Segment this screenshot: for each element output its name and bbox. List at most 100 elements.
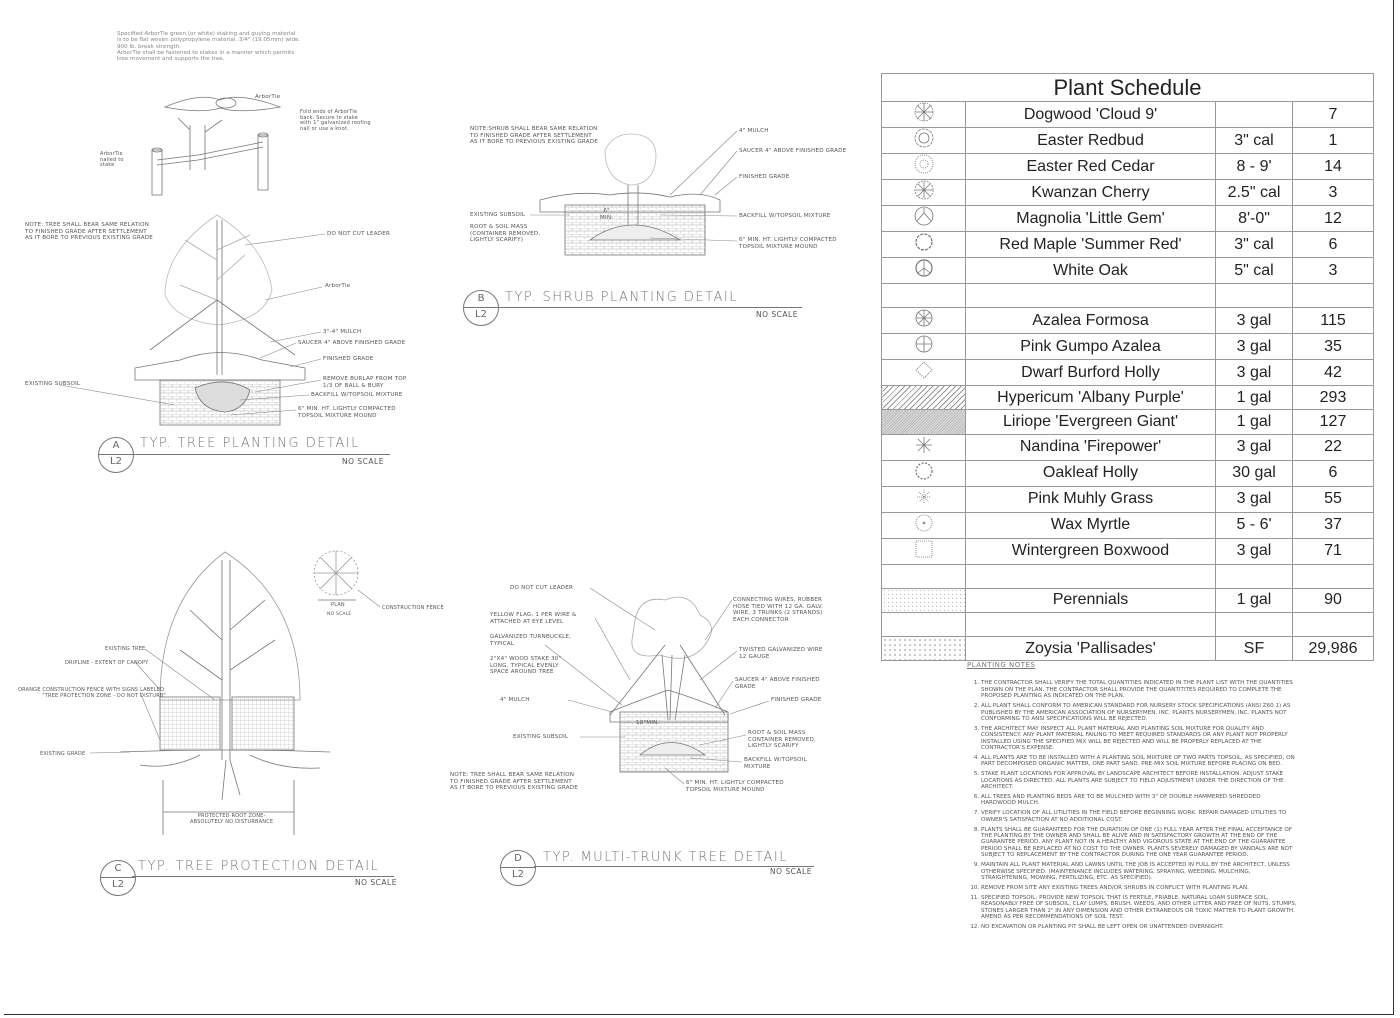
tree-planting-drawing: [134, 214, 306, 426]
arbortie-drawing: [151, 96, 282, 196]
myrtle-symbol-icon: [881, 511, 966, 539]
tree-planting-note: NOTE: TREE SHALL BEAR SAME RELATION TO F…: [25, 222, 154, 242]
label-existing-subsoil: EXISTING SUBSOIL: [25, 381, 81, 387]
label-wood-stake: 2"X4" WOOD STAKE 30" LONG, TYPICAL EVENL…: [490, 656, 562, 676]
plant-size: 5 - 6': [1215, 511, 1293, 539]
plant-size: 2.5" cal: [1215, 179, 1293, 206]
label-orange-fence: ORANGE CONSTRUCTION FENCE WITH SIGNS LAB…: [18, 687, 167, 699]
plant-name: [965, 282, 1216, 309]
plant-quantity: 55: [1292, 485, 1374, 513]
empty-cell: [881, 282, 966, 309]
label-dripline: DRIPLINE - EXTENT OF CANOPY: [65, 660, 149, 666]
label-finished-grade: FINISHED GRADE: [323, 356, 374, 362]
plant-name: Dwarf Burford Holly: [965, 359, 1216, 387]
maple-symbol-icon: [881, 231, 966, 258]
label-min-depth: 18"MIN.: [636, 720, 660, 726]
plant-name: Zoysia 'Pallisades': [965, 636, 1216, 662]
detail-b-title: TYP. SHRUB PLANTING DETAIL: [505, 290, 739, 305]
azalea-symbol-icon: [881, 307, 966, 335]
cedar-symbol-icon: [881, 153, 966, 180]
plant-name: Nandina 'Firepower': [965, 433, 1216, 461]
plant-size: 8 - 9': [1215, 153, 1293, 180]
plant-name: Wax Myrtle: [965, 511, 1216, 539]
label-root-mass: ROOT & SOIL MASS (CONTAINER REMOVED, LIG…: [470, 224, 541, 244]
cherry-symbol-icon: [881, 179, 966, 206]
arbortie-nailed-label: ArborTie nailed to stake: [100, 151, 124, 168]
label-plan: PLAN: [331, 602, 345, 608]
label-mulch: 4" MULCH: [500, 697, 530, 703]
planting-note: PLANTS SHALL BE GUARANTEED FOR THE DURAT…: [981, 827, 1297, 859]
label-mound: 6" MIN. HT. LIGHTLY COMPACTED TOPSOIL MI…: [739, 237, 837, 250]
label-finished-grade: FINISHED GRADE: [771, 697, 822, 703]
planting-notes-list: THE CONTRACTOR SHALL VERIFY THE TOTAL QU…: [967, 680, 1297, 930]
label-existing-grade: EXISTING GRADE: [40, 751, 86, 757]
label-arbortie: ArborTie: [325, 283, 351, 289]
label-mound: 6" MIN. HT. LIGHTLY COMPACTED TOPSOIL MI…: [686, 780, 784, 793]
title-underline: [534, 866, 814, 867]
plant-name: Red Maple 'Summer Red': [965, 231, 1216, 258]
muhly-symbol-icon: [881, 485, 966, 513]
label-turnbuckle: GALVANIZED TURNBUCKLE, TYPICAL: [490, 634, 572, 647]
label-existing-subsoil: EXISTING SUBSOIL: [470, 212, 526, 218]
empty-cell: [881, 611, 966, 638]
magnolia-symbol-icon: [881, 205, 966, 232]
label-yellow-flag: YELLOW FLAG, 1 PER WIRE & ATTACHED AT EY…: [490, 612, 577, 625]
label-connecting-wires: CONNECTING WIRES, RUBBER HOSE TIED WITH …: [733, 597, 824, 623]
dogwood-symbol-icon: [881, 101, 966, 128]
empty-cell: [881, 563, 966, 589]
plant-name: Dogwood 'Cloud 9': [965, 101, 1216, 128]
label-min-depth: 6" MIN.: [600, 208, 614, 221]
plant-size: 3 gal: [1215, 333, 1293, 361]
plant-size: 1 gal: [1215, 409, 1293, 435]
title-underline: [497, 307, 802, 308]
plant-quantity: 3: [1292, 179, 1374, 206]
planting-note: ALL PLANTS ARE TO BE INSTALLED WITH A PL…: [981, 755, 1297, 768]
plant-name: Oakleaf Holly: [965, 459, 1216, 487]
hatch-dense-symbol-icon: [881, 409, 966, 435]
label-finished-grade: FINISHED GRADE: [739, 174, 790, 180]
label-mulch: 4" MULCH: [739, 128, 769, 134]
schedule-row: Magnolia 'Little Gem'8'-0"12: [881, 205, 1374, 232]
plant-name: Wintergreen Boxwood: [965, 537, 1216, 565]
plant-name: Easter Red Cedar: [965, 153, 1216, 180]
plant-size: [1215, 563, 1293, 589]
plant-quantity: 7: [1292, 101, 1374, 128]
redbud-symbol-icon: [881, 127, 966, 154]
plant-name: White Oak: [965, 257, 1216, 284]
arbortie-label: ArborTie: [255, 94, 281, 100]
schedule-row: Dogwood 'Cloud 9' 7: [881, 101, 1374, 128]
label-construction-fence: CONSTRUCTION FENCE: [382, 605, 444, 611]
plant-size: 3 gal: [1215, 433, 1293, 461]
multi-trunk-drawing: [609, 596, 729, 773]
planting-note: ALL TREES AND PLANTING BEDS ARE TO BE MU…: [981, 794, 1297, 807]
planting-note: STAKE PLANT LOCATIONS FOR APPROVAL BY LA…: [981, 771, 1297, 790]
detail-d-scale: NO SCALE: [770, 867, 812, 876]
detail-d-title: TYP. MULTI-TRUNK TREE DETAIL: [543, 850, 788, 865]
plant-name: Pink Gumpo Azalea: [965, 333, 1216, 361]
plant-quantity: 37: [1292, 511, 1374, 539]
planting-note: ALL PLANT SHALL CONFORM TO AMERICAN STAN…: [981, 703, 1297, 722]
holly-symbol-icon: [881, 359, 966, 387]
plant-quantity: 71: [1292, 537, 1374, 565]
label-existing-subsoil: EXISTING SUBSOIL: [513, 734, 569, 740]
oak-symbol-icon: [881, 257, 966, 284]
label-twisted-wire: TWISTED GALVANIZED WIRE 12 GAUGE: [739, 647, 823, 660]
label-backfill: BACKFILL W/TOPSOIL MIXTURE: [739, 213, 831, 219]
plant-size: 3" cal: [1215, 127, 1293, 154]
gumpo-symbol-icon: [881, 333, 966, 361]
detail-c-scale: NO SCALE: [355, 878, 397, 887]
planting-note: THE CONTRACTOR SHALL VERIFY THE TOTAL QU…: [981, 680, 1297, 699]
fold-ends-label: Fold ends of ArborTie back. Secure to st…: [300, 109, 371, 132]
dots-grass-symbol-icon: [881, 636, 966, 662]
